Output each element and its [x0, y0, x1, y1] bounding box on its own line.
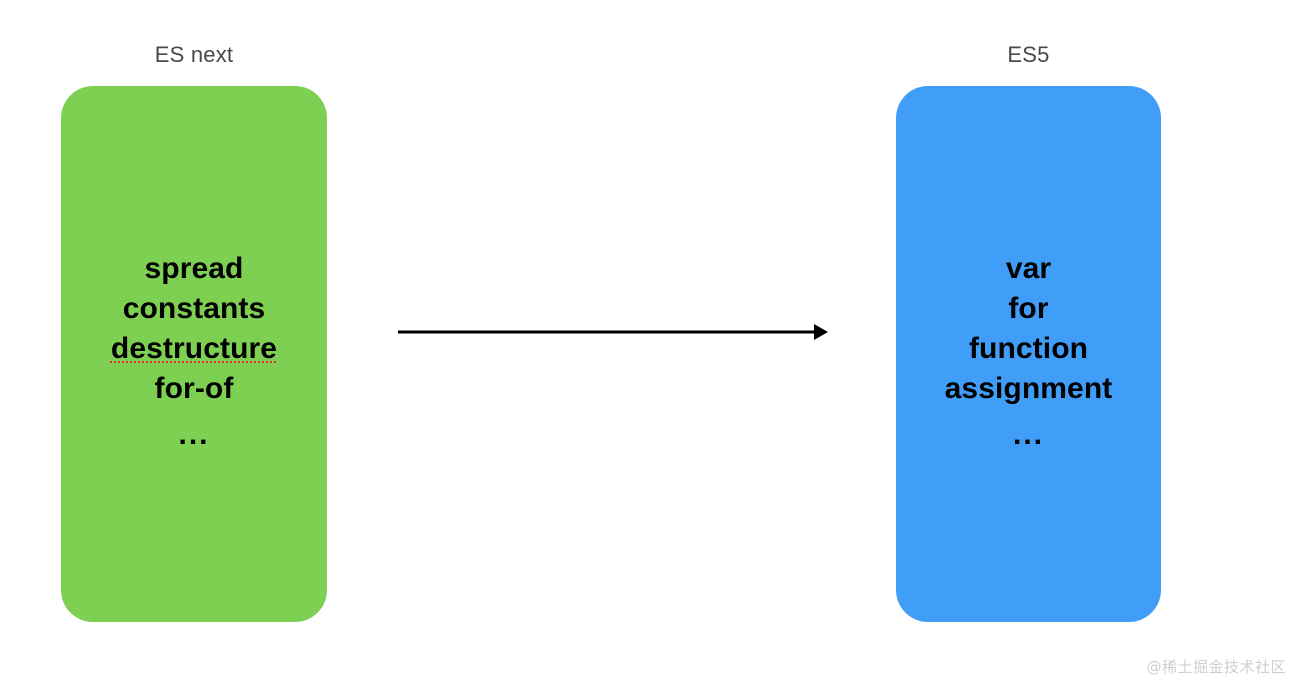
transform-arrow-icon [398, 324, 828, 340]
list-item-misspelled: destructure [110, 332, 278, 365]
list-item-ellipsis: ... [178, 418, 210, 451]
list-item: for [1008, 292, 1049, 325]
list-item: function [968, 332, 1089, 365]
list-item: for-of [154, 372, 234, 405]
list-item: constants [122, 292, 266, 325]
watermark: @稀土掘金技术社区 [1146, 658, 1286, 676]
left-group-label: ES next [154, 42, 234, 67]
right-group-label: ES5 [1007, 42, 1050, 67]
es5-box: var for function assignment ... [896, 86, 1161, 622]
list-item: spread [144, 252, 244, 285]
list-item: assignment [944, 372, 1113, 405]
es-next-feature-list: spread constants destructure for-of ... [111, 249, 277, 455]
list-item-ellipsis: ... [1012, 418, 1044, 451]
es-next-box: spread constants destructure for-of ... [61, 86, 327, 622]
list-item: var [1005, 252, 1052, 285]
es5-feature-list: var for function assignment ... [945, 249, 1113, 455]
